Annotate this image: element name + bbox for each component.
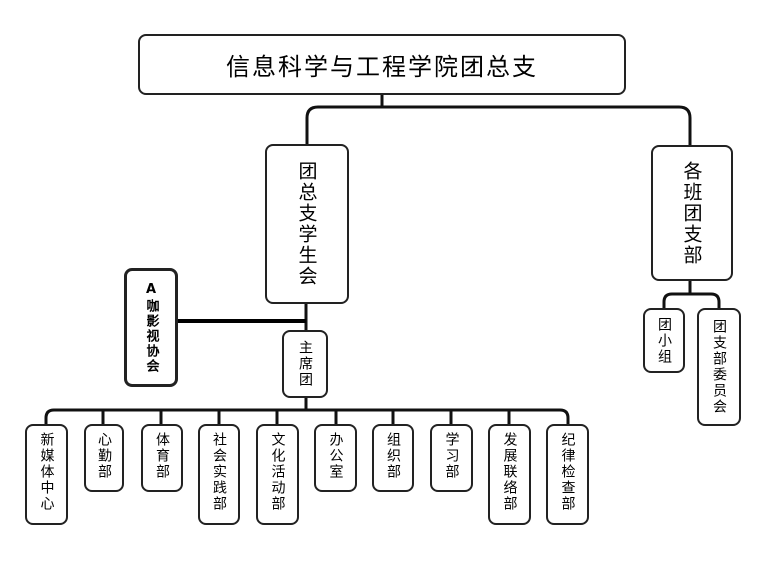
connector-class-bar — [662, 292, 721, 308]
branch-committee-label: 团支部委员会 — [711, 319, 727, 415]
dept-label: 纪律检查部 — [559, 432, 576, 512]
dept-node-discipline: 纪律检查部 — [546, 424, 589, 525]
dept-label: 体育部 — [154, 432, 170, 480]
dept-label: 学习部 — [443, 432, 460, 480]
dept-label: 文化活动部 — [269, 432, 286, 512]
dept-node-sports: 体育部 — [141, 424, 183, 492]
chairman-group-node: 主席团 — [282, 330, 328, 398]
root-label: 信息科学与工程学院团总支 — [226, 53, 538, 81]
dept-label: 心勤部 — [96, 432, 112, 480]
dept-label: 新媒体中心 — [38, 432, 55, 512]
class-branches-label: 各班团支部 — [680, 160, 703, 266]
branch-committee-node: 团支部委员会 — [697, 308, 741, 426]
dept-label: 组织部 — [385, 432, 401, 480]
chairman-group-label: 主席团 — [297, 340, 313, 388]
cafe-assoc-label: A咖影视协会 — [143, 281, 159, 374]
connector-top-bar — [305, 105, 692, 145]
dept-node-study: 学习部 — [430, 424, 473, 492]
league-group-node: 团小组 — [643, 308, 685, 373]
student-union-label: 团总支学生会 — [295, 161, 318, 287]
cafe-assoc-node: A咖影视协会 — [124, 268, 178, 387]
root-node: 信息科学与工程学院团总支 — [138, 34, 626, 95]
dept-node-liaison: 发展联络部 — [488, 424, 531, 525]
dept-label: 办公室 — [327, 432, 344, 480]
dept-node-organization: 组织部 — [372, 424, 414, 492]
league-group-label: 团小组 — [656, 316, 672, 365]
dept-node-culture: 文化活动部 — [256, 424, 299, 525]
dept-label: 发展联络部 — [501, 432, 518, 512]
connector-dept-bar — [44, 408, 570, 424]
dept-node-new-media: 新媒体中心 — [25, 424, 68, 525]
dept-node-social-practice: 社会实践部 — [198, 424, 240, 525]
class-branches-node: 各班团支部 — [651, 145, 733, 281]
dept-label: 社会实践部 — [211, 432, 227, 512]
connector-dept-ticks — [101, 410, 511, 424]
student-union-node: 团总支学生会 — [265, 144, 349, 304]
dept-node-office: 办公室 — [314, 424, 357, 492]
dept-node-xinqin: 心勤部 — [84, 424, 124, 492]
